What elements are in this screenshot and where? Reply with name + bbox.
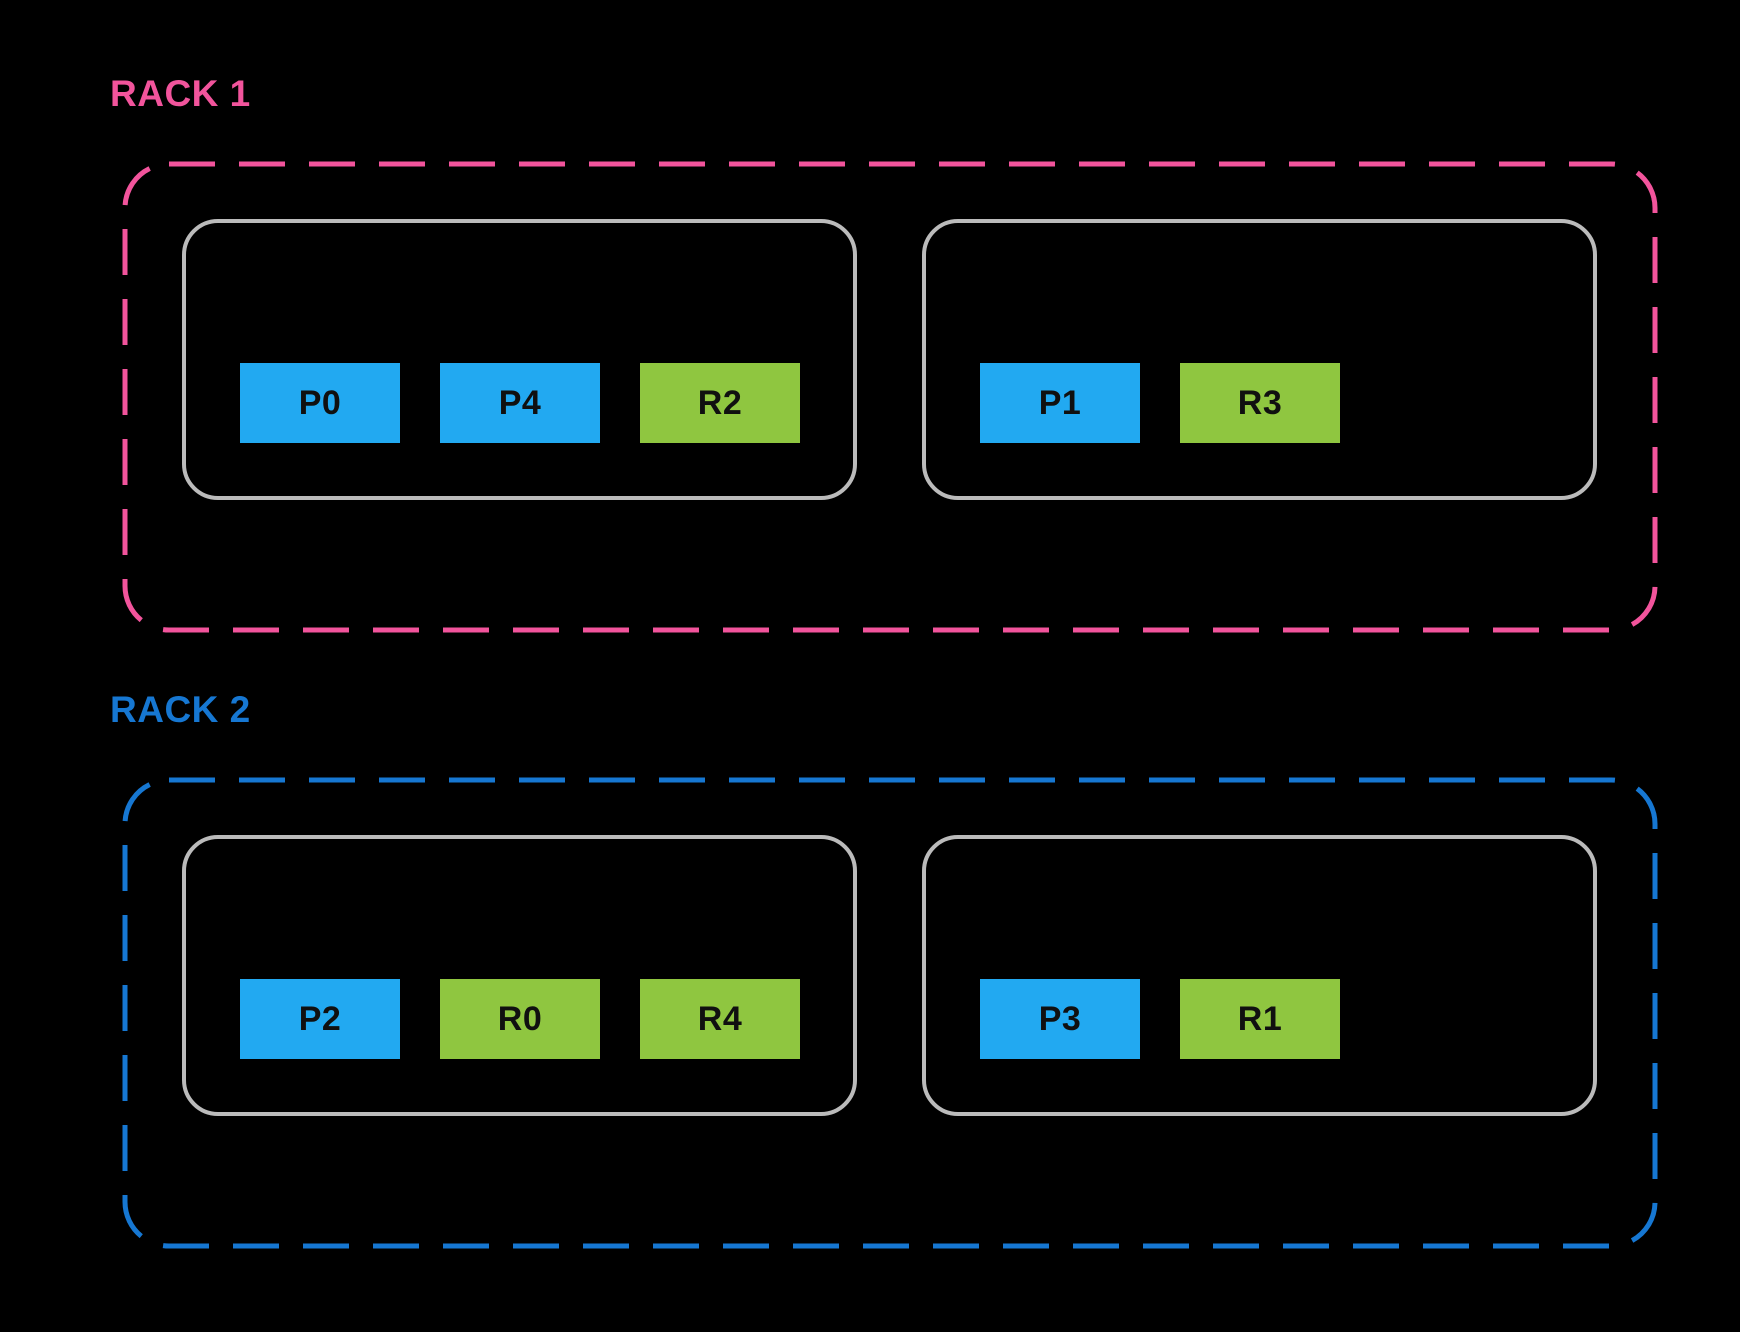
chip-r3: R3 (1180, 363, 1340, 443)
chip-p0-label: P0 (298, 383, 342, 422)
chip-r2-label: R2 (697, 383, 743, 422)
rack-2-border-svg (122, 777, 1658, 1249)
chip-r4-label: R4 (697, 999, 743, 1038)
rack-2-host-1: P2 R0 R4 (182, 835, 857, 1116)
chip-p4-label: P4 (498, 383, 542, 422)
chip-p4: P4 (440, 363, 600, 443)
chip-p3: P3 (980, 979, 1140, 1059)
chip-r3-label: R3 (1237, 383, 1283, 422)
rack-2-boundary: P2 R0 R4 P3 R1 (122, 777, 1658, 1249)
rack-2-label: RACK 2 (110, 689, 251, 730)
chip-p1: P1 (980, 363, 1140, 443)
chip-r4: R4 (640, 979, 800, 1059)
chip-p2-label: P2 (298, 999, 342, 1038)
rack-1-label: RACK 1 (110, 73, 251, 114)
rack-1-border-svg (122, 161, 1658, 633)
chip-r1: R1 (1180, 979, 1340, 1059)
rack-1-host-1: P0 P4 R2 (182, 219, 857, 500)
chip-p3-label: P3 (1038, 999, 1082, 1038)
chip-p0: P0 (240, 363, 400, 443)
rack-2-dashed-border (122, 777, 1658, 1249)
chip-p1-label: P1 (1038, 383, 1082, 422)
rack-1-host-2: P1 R3 (922, 219, 1597, 500)
chip-r2: R2 (640, 363, 800, 443)
chip-r0-label: R0 (497, 999, 543, 1038)
chip-p2: P2 (240, 979, 400, 1059)
chip-r0: R0 (440, 979, 600, 1059)
rack-1-boundary: P0 P4 R2 P1 R3 (122, 161, 1658, 633)
rack-1-dashed-border (122, 161, 1658, 633)
chip-r1-label: R1 (1237, 999, 1283, 1038)
rack-2-host-2: P3 R1 (922, 835, 1597, 1116)
